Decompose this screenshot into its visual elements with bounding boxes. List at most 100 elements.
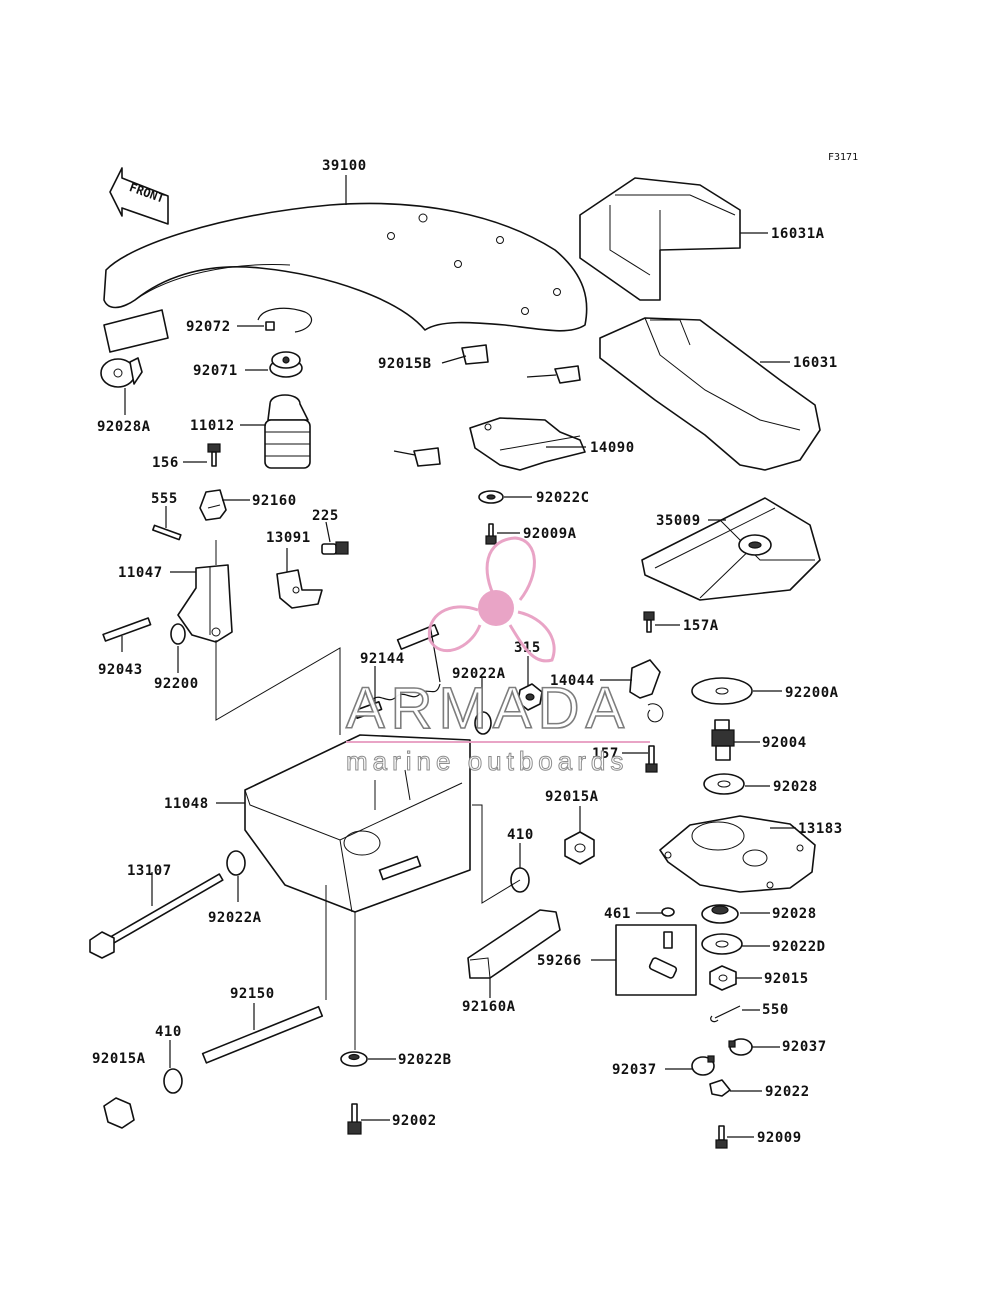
part-label[interactable]: 11048 [164,796,209,812]
part-label[interactable]: 16031 [793,355,838,371]
shaft-92043 [102,617,152,642]
pad-16031 [599,317,821,471]
washer-92022D [701,933,743,955]
part-label[interactable]: 92004 [762,735,807,751]
part-label[interactable]: 59266 [537,953,582,969]
part-label[interactable]: 92072 [186,319,231,335]
cover-14090 [469,417,586,471]
part-label[interactable]: 92200 [154,676,199,692]
part-label[interactable]: 461 [604,906,631,922]
pin-555 [152,524,182,541]
washer-461 [661,907,675,917]
bolt-156 [207,443,221,467]
part-label[interactable]: 92071 [193,363,238,379]
pad-16031A [579,177,741,301]
part-label[interactable]: 92022A [452,666,506,682]
bolt-92002 [347,1103,362,1135]
clamp-92037-right [728,1038,753,1056]
part-label[interactable]: 92015B [378,356,432,372]
part-label[interactable]: 39100 [322,158,367,174]
part-label[interactable]: 315 [514,640,541,656]
part-label[interactable]: 11012 [190,418,235,434]
part-label[interactable]: 225 [312,508,339,524]
part-label[interactable]: 14044 [550,673,595,689]
part-label[interactable]: 35009 [656,513,701,529]
part-label[interactable]: 92037 [782,1039,827,1055]
part-label[interactable]: 555 [151,491,178,507]
front-direction-arrow: FRONT [109,167,169,225]
shaft-92150 [201,1005,324,1064]
stud-92004 [711,719,735,761]
washer-92022A-lower [226,850,246,876]
part-label[interactable]: 92022D [772,939,826,955]
part-label[interactable]: 92015 [764,971,809,987]
part-label[interactable]: 92150 [230,986,275,1002]
mount-plate-35009 [641,497,821,601]
part-label[interactable]: 92037 [612,1062,657,1078]
nut-315 [517,683,543,711]
part-label[interactable]: 410 [155,1024,182,1040]
propeller-logo-icon [427,536,556,663]
part-label[interactable]: 92022B [398,1052,452,1068]
part-label[interactable]: 92144 [360,651,405,667]
part-label[interactable]: 92043 [98,662,143,678]
bushing-92028A [100,357,143,388]
watermark-title: ARMADA [346,676,630,741]
part-label[interactable]: 157 [592,746,619,762]
nut-92015 [709,965,737,991]
bracket-92160 [199,489,227,521]
cotter-pin-550 [710,1005,741,1023]
clip-92015B-c [413,447,441,467]
part-label[interactable]: 92028 [772,906,817,922]
clamp-92072 [257,307,313,333]
washer-92028-lower [701,904,739,924]
part-label[interactable]: 550 [762,1002,789,1018]
part-label[interactable]: 11047 [118,565,163,581]
part-label[interactable]: 92022 [765,1084,810,1100]
bolt-13107 [89,873,224,959]
screw-157 [645,745,658,773]
plate-13091 [276,569,323,609]
part-label[interactable]: 13183 [798,821,843,837]
screw-92009 [715,1125,728,1149]
part-label[interactable]: 92015A [545,789,599,805]
assembly-line-right [472,804,521,904]
part-label[interactable]: 13107 [127,863,172,879]
part-label[interactable]: 92015A [92,1051,146,1067]
part-label[interactable]: 410 [507,827,534,843]
clip-92022 [709,1079,731,1097]
washer-92022B [340,1051,368,1067]
part-label[interactable]: 92009A [523,526,577,542]
part-label[interactable]: 14090 [590,440,635,456]
part-label[interactable]: 92009 [757,1130,802,1146]
washer-92022A-top [474,711,492,735]
assembly-line-frame [215,640,341,735]
washer-410-left [163,1068,183,1094]
part-label[interactable]: 92200A [785,685,839,701]
part-label[interactable]: 16031A [771,226,825,242]
part-label[interactable]: 92028A [97,419,151,435]
decal-plate [103,309,169,353]
figure-code: F3171 [828,152,858,163]
part-label[interactable]: 92002 [392,1113,437,1129]
screw-157A [643,611,655,633]
part-label[interactable]: 92028 [773,779,818,795]
part-label[interactable]: 13091 [266,530,311,546]
washer-92022C [478,490,504,504]
part-label[interactable]: 92160A [462,999,516,1015]
fitting-set-59266 [615,924,697,996]
part-label[interactable]: 92022C [536,490,590,506]
part-number-labels: 39100 16031A 16031 92072 92071 92015B 92… [92,158,843,1146]
washer-92200A [691,677,753,705]
frame-11048 [244,734,471,913]
part-label[interactable]: 92022A [208,910,262,926]
part-label[interactable]: 92160 [252,493,297,509]
part-label[interactable]: 156 [152,455,179,471]
part-label[interactable]: 157A [683,618,719,634]
pad-92160A [467,909,561,979]
washer-92200 [170,623,186,645]
nut-92015A-left [103,1097,135,1129]
grommet-92071 [269,351,303,378]
